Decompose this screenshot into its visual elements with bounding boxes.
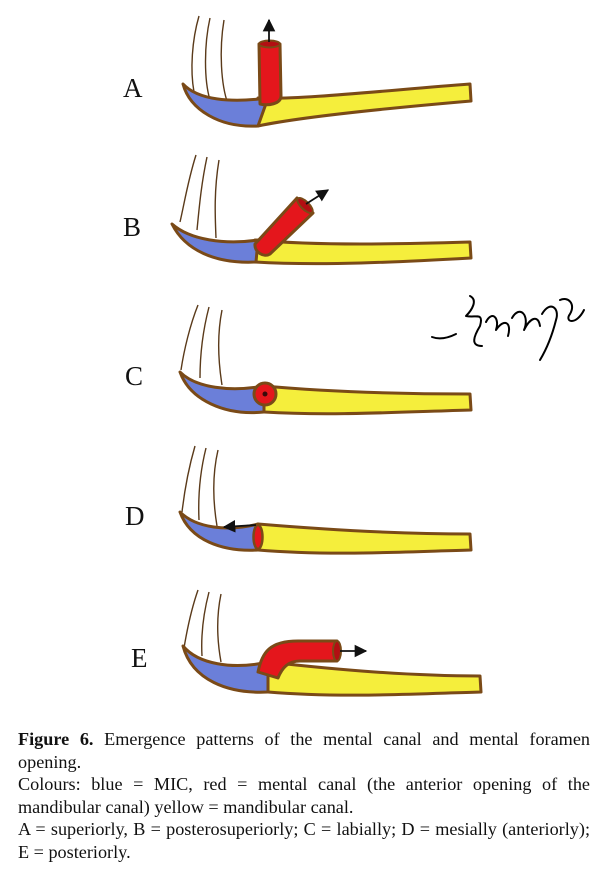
mandibular-canal-c [262,384,473,416]
caption-title: Emergence patterns of the mental canal a… [18,729,590,772]
panel-label-e: E [131,643,148,673]
panel-label-b: B [123,212,141,242]
mental-foramen-e [332,640,342,662]
figure-caption: Figure 6. Emergence patterns of the ment… [18,728,590,864]
mandibular-canal-d [256,522,473,555]
trabecular-lines [179,154,220,239]
emergence-patterns-diagram: A B C [123,15,585,697]
trabecular-lines [181,445,219,527]
mandibular-canal-b [253,238,473,266]
mental-canal-d [252,523,264,551]
caption-key: A = superiorly, B = posterosuperiorly; C… [18,819,590,862]
figure-label: Figure 6. [18,729,94,749]
mic-canal-b [170,222,260,264]
mental-canal-a [257,42,283,107]
mandibular-canal-e [266,660,483,697]
mic-canal-c [178,370,266,415]
mental-foramen-c [262,391,268,397]
panel-label-c: C [125,361,143,391]
direction-arrow-d [222,520,257,533]
trabecular-lines [191,15,229,105]
panel-label-d: D [125,501,145,531]
mental-canal-b [253,196,315,257]
panel-d: D [125,445,473,555]
trabecular-lines [180,304,223,386]
mandibular-canal-a [256,82,473,128]
panel-e: E [131,589,483,697]
panel-label-a: A [123,73,143,103]
direction-arrow-b [305,189,330,205]
caption-colours: Colours: blue = MIC, red = mental canal … [18,774,590,817]
panel-a: A [123,15,473,128]
panel-c: C [125,304,473,416]
handwritten-signature [431,295,585,361]
trabecular-lines [183,589,222,663]
mic-canal-e [181,644,270,694]
mic-canal-a [181,82,270,128]
caption-title-line: Figure 6. Emergence patterns of the ment… [18,728,590,773]
mic-canal-d [178,510,260,552]
panel-b: B [123,154,473,266]
